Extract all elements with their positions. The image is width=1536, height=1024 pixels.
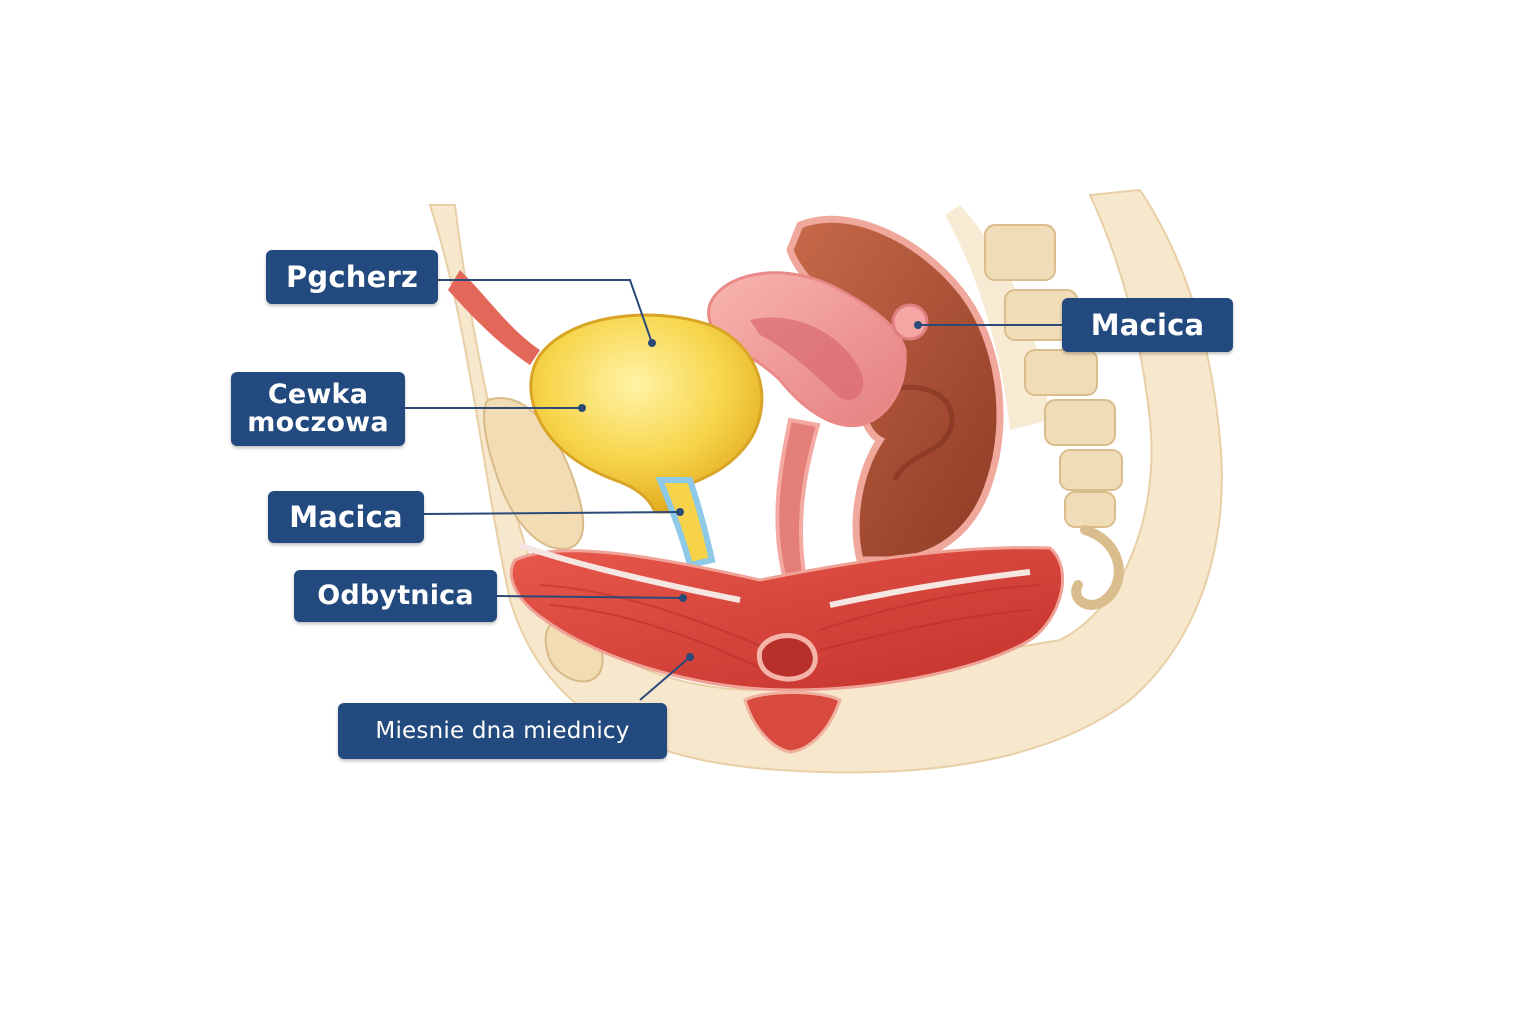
ligament (829, 569, 1031, 608)
rectum-fold (889, 384, 955, 482)
label-rectum: Odbytnica (294, 570, 497, 622)
label-urethra-line1: Cewka (267, 378, 369, 410)
leader-rectum (496, 595, 684, 599)
abdominal-wall (448, 270, 540, 365)
label-urethra: Cewka moczowa (231, 372, 405, 446)
leader-bladder (438, 279, 653, 344)
leader-uterus-left (423, 511, 681, 515)
ovary (891, 303, 929, 341)
label-pelvic-floor-text: Miesnie dna miednicy (375, 717, 630, 744)
vaginal-canal (775, 417, 821, 582)
label-bladder: Pgcherz (266, 250, 438, 304)
urethra (655, 477, 716, 569)
label-uterus-left-text: Macica (289, 499, 403, 534)
muscle-fibers (539, 584, 1041, 669)
label-bladder-text: Pgcherz (285, 259, 419, 294)
coccyx (1071, 525, 1124, 610)
perineum (743, 691, 842, 754)
anal-sphincter (756, 633, 818, 682)
leader-lines (405, 279, 1062, 701)
label-uterus-left: Macica (268, 491, 424, 543)
leader-pelvic-floor (639, 656, 691, 701)
label-pelvic-floor: Miesnie dna miednicy (338, 703, 667, 759)
leader-dots (578, 321, 922, 661)
label-rectum-text: Odbytnica (317, 579, 474, 611)
label-urethra-line2: moczowa (247, 407, 389, 438)
label-uterus-right: Macica (1062, 298, 1233, 352)
label-uterus-right-text: Macica (1090, 307, 1205, 342)
uterus-cavity (750, 317, 864, 400)
sacrum-vertebrae (984, 224, 1123, 528)
ligament (518, 542, 741, 603)
